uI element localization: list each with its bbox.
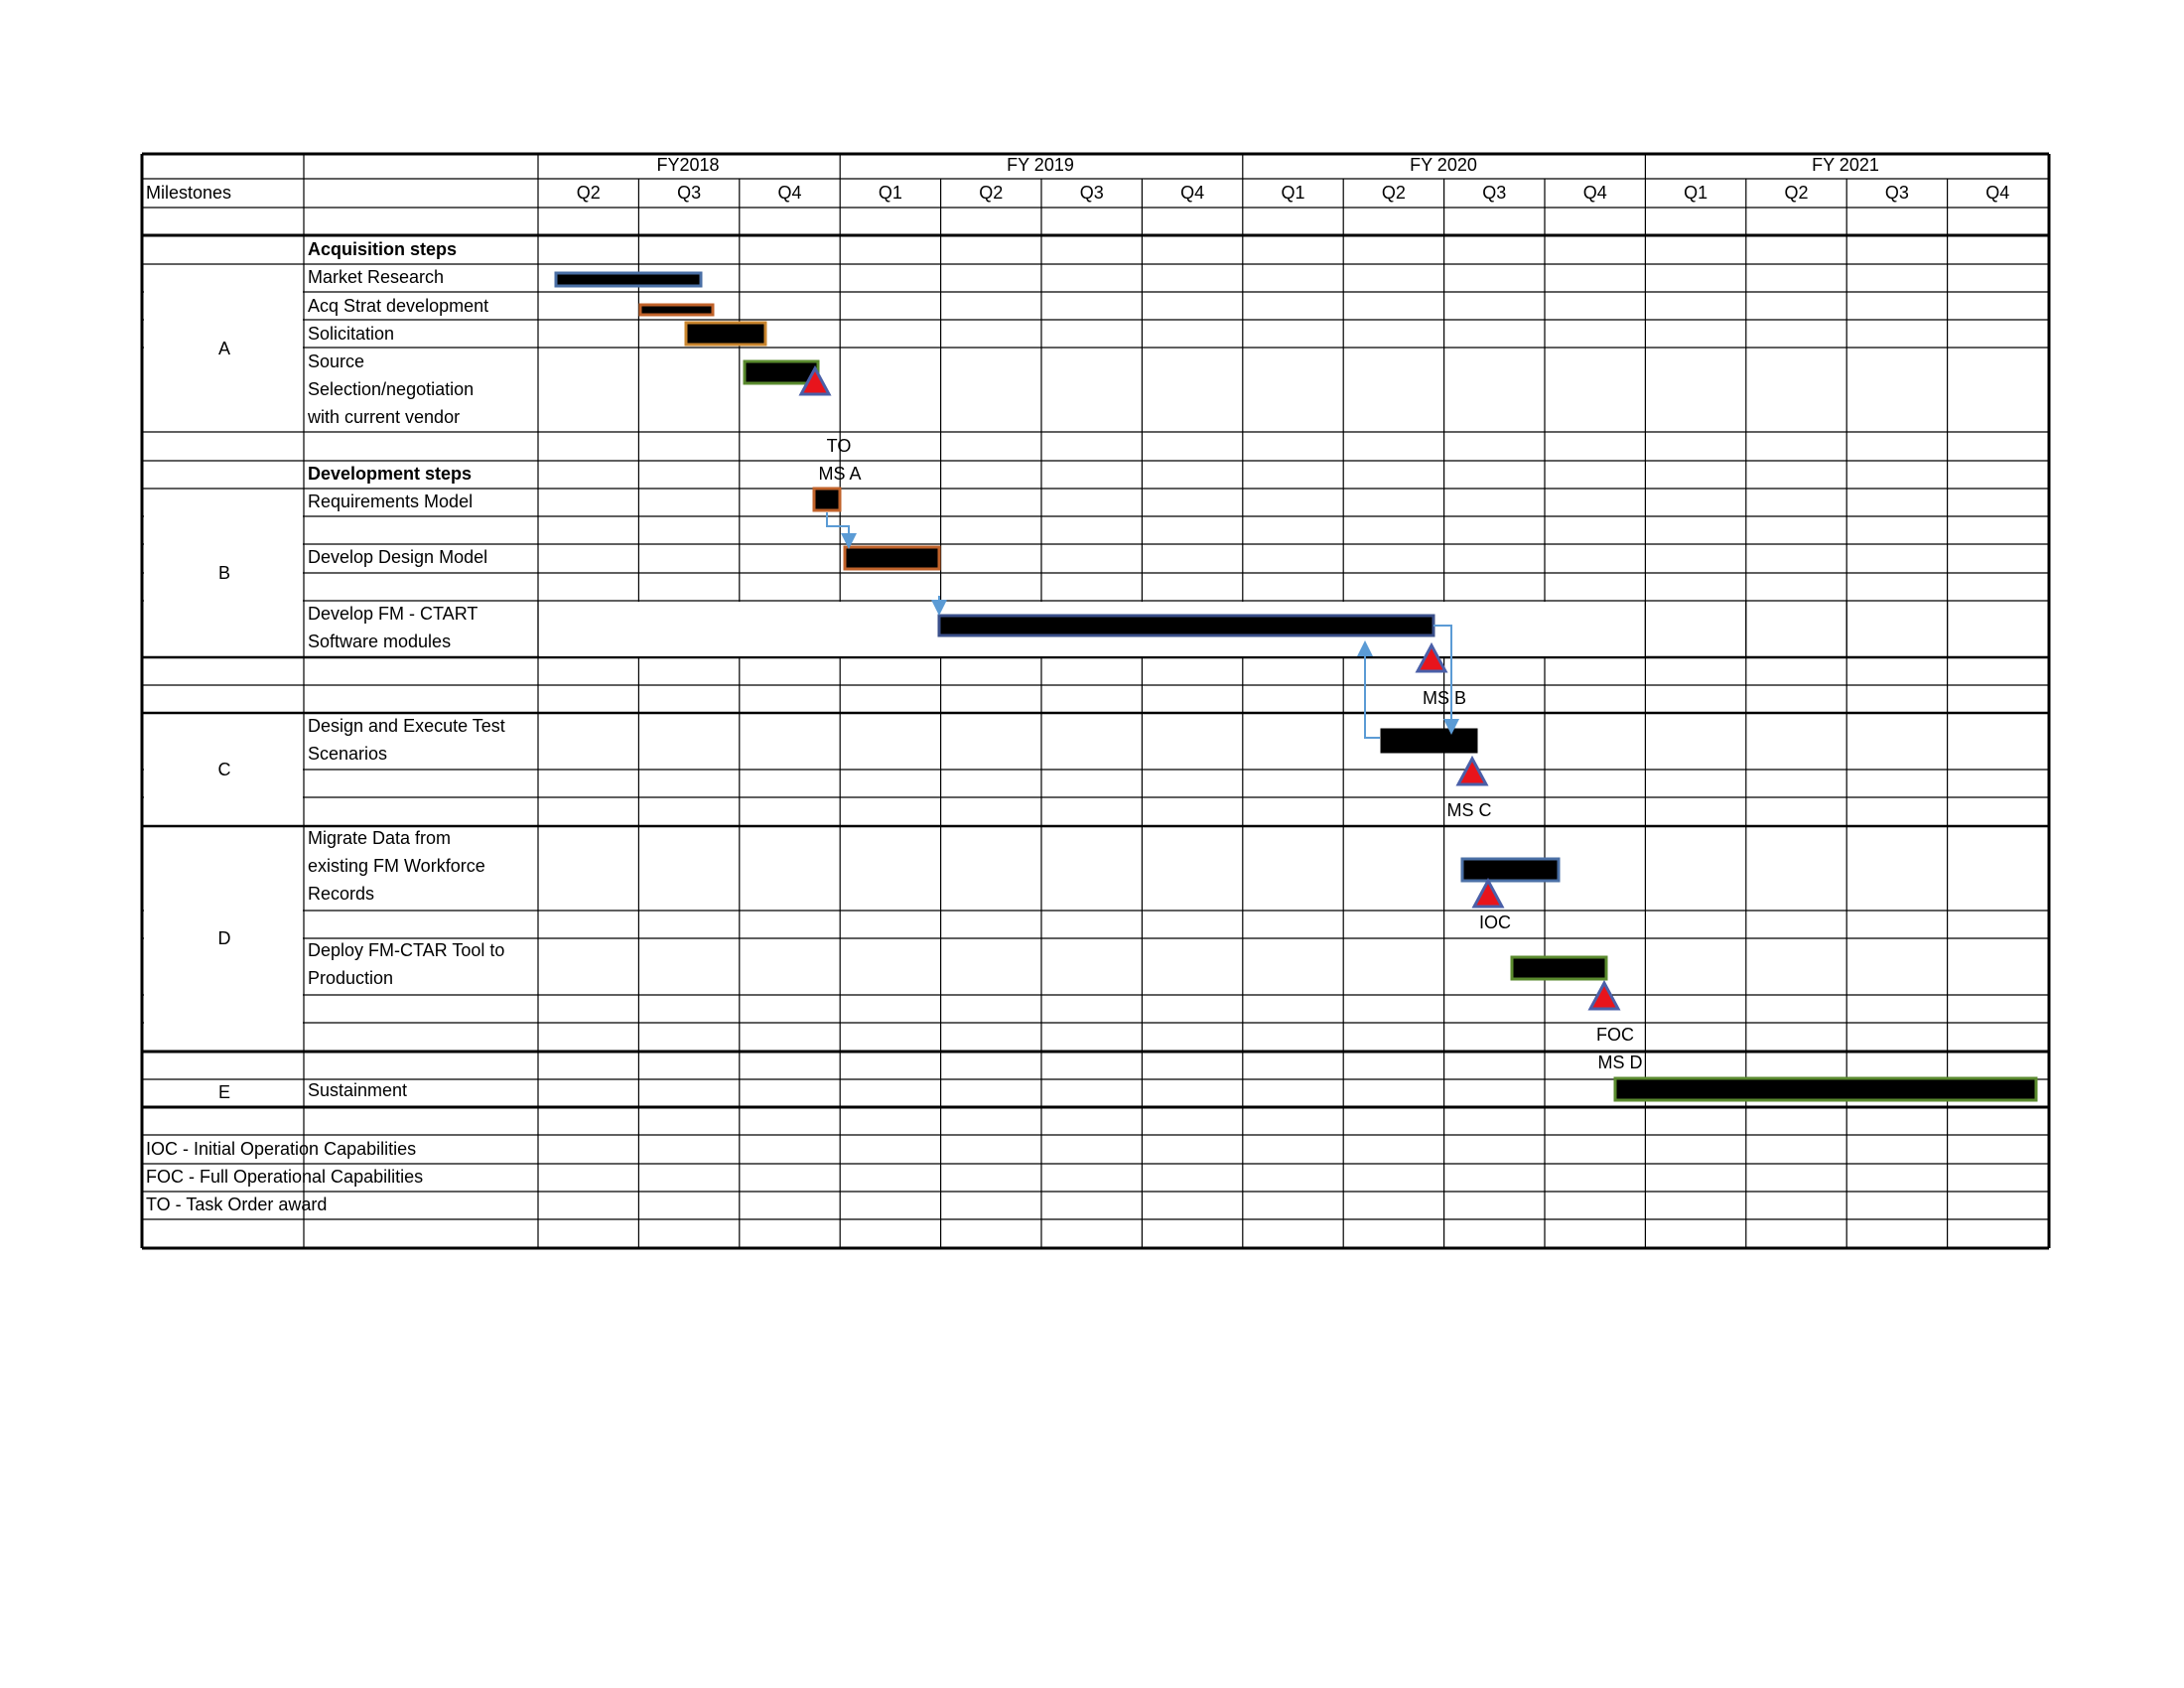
quarter-label: Q2: [577, 183, 601, 203]
milestones-header: Milestones: [146, 183, 231, 203]
fy-label-2018: FY2018: [656, 155, 719, 175]
section-acquisition: Acquisition steps: [308, 239, 457, 259]
legend-ioc: IOC - Initial Operation Capabilities: [146, 1139, 416, 1159]
quarter-label: Q2: [1382, 183, 1406, 203]
milestone-triangle: [1415, 641, 1448, 673]
dependency-arrow: [1357, 640, 1380, 739]
fy-label-2020: FY 2020: [1410, 155, 1477, 175]
group-merge-cover: [144, 714, 303, 825]
task-label-fm-ctart-2: Software modules: [308, 632, 451, 651]
quarter-label: Q4: [1583, 183, 1607, 203]
task-label-test-1: Design and Execute Test: [308, 716, 505, 736]
legend-to: TO - Task Order award: [146, 1195, 327, 1214]
quarter-label: Q4: [1180, 183, 1204, 203]
quarter-label: Q1: [879, 183, 902, 203]
quarter-label: Q4: [777, 183, 801, 203]
group-merge-cover: [144, 265, 303, 431]
milestone-markers: [798, 364, 1621, 1011]
dependency-arrow: [826, 512, 857, 549]
task-label-migrate-2: existing FM Workforce: [308, 856, 485, 876]
quarter-label: Q2: [1784, 183, 1808, 203]
task-label-req-model: Requirements Model: [308, 492, 473, 511]
milestone-label-ms-d: MS D: [1598, 1053, 1643, 1072]
grid-lines: [140, 152, 2051, 1250]
quarter-label: Q3: [1482, 183, 1506, 203]
task-bar: [1510, 955, 1608, 981]
fy-label-2019: FY 2019: [1007, 155, 1074, 175]
task-label-design-model: Develop Design Model: [308, 547, 487, 567]
task-label-sustainment: Sustainment: [308, 1080, 407, 1100]
milestone-label-foc: FOC: [1596, 1025, 1634, 1045]
task-bar: [684, 321, 767, 347]
task-bar: [812, 487, 842, 512]
section-development: Development steps: [308, 464, 472, 484]
milestone-triangle: [1455, 755, 1489, 786]
task-bar: [1613, 1076, 2038, 1102]
dependency-arrow: [1433, 625, 1459, 735]
task-label-fm-ctart-1: Develop FM - CTART: [308, 604, 478, 624]
quarter-label: Q3: [1885, 183, 1909, 203]
quarter-labels: Q2 Q3 Q4 Q1 Q2 Q3 Q4 Q1 Q2 Q3 Q4 Q1 Q2 Q3 Q4: [577, 183, 2010, 203]
task-bar: [1380, 728, 1478, 754]
task-label-migrate-3: Records: [308, 884, 374, 904]
fy-label-2021: FY 2021: [1812, 155, 1879, 175]
task-label-deploy-1: Deploy FM-CTAR Tool to: [308, 940, 504, 960]
task-label-acq-strat: Acq Strat development: [308, 296, 488, 316]
task-label-source-2: Selection/negotiation: [308, 379, 474, 399]
milestone-triangle: [798, 364, 832, 396]
quarter-label: Q3: [1080, 183, 1104, 203]
task-label-deploy-2: Production: [308, 968, 393, 988]
task-label-source-1: Source: [308, 352, 364, 371]
task-label-migrate-1: Migrate Data from: [308, 828, 451, 848]
milestone-triangle: [1587, 979, 1621, 1011]
quarter-label: Q1: [1684, 183, 1707, 203]
group-label-d: D: [218, 928, 231, 948]
group-label-c: C: [218, 760, 231, 779]
task-bars: [554, 271, 2038, 1102]
quarter-label: Q4: [1985, 183, 2009, 203]
milestone-label-ms-a: MS A: [818, 464, 861, 484]
task-bar: [937, 614, 1435, 637]
group-label-e: E: [218, 1082, 230, 1102]
quarter-label: Q1: [1281, 183, 1304, 203]
task-label-solicitation: Solicitation: [308, 324, 394, 344]
task-label-market-research: Market Research: [308, 267, 444, 287]
quarter-label: Q3: [677, 183, 701, 203]
milestone-label-to: TO: [827, 436, 852, 456]
group-label-a: A: [218, 339, 230, 358]
milestone-label-ms-b: MS B: [1423, 688, 1466, 708]
milestone-label-ms-c: MS C: [1447, 800, 1492, 820]
task-bar: [843, 545, 941, 571]
task-bar: [638, 303, 715, 317]
quarter-label: Q2: [979, 183, 1003, 203]
task-bar: [743, 359, 820, 385]
task-bar: [1460, 857, 1561, 883]
dependency-arrows: [826, 512, 1459, 739]
group-merge-cover: [144, 490, 303, 656]
labels: Milestones FY2018 FY 2019 FY 2020 FY 202…: [146, 155, 2009, 1214]
task-bar: [554, 271, 703, 288]
legend-foc: FOC - Full Operational Capabilities: [146, 1167, 423, 1187]
group-merge-cover: [144, 827, 303, 1051]
task-label-test-2: Scenarios: [308, 744, 387, 764]
milestone-triangle: [1471, 877, 1505, 909]
group-label-b: B: [218, 563, 230, 583]
task-label-source-3: with current vendor: [307, 407, 460, 427]
milestone-label-ioc: IOC: [1479, 913, 1511, 932]
